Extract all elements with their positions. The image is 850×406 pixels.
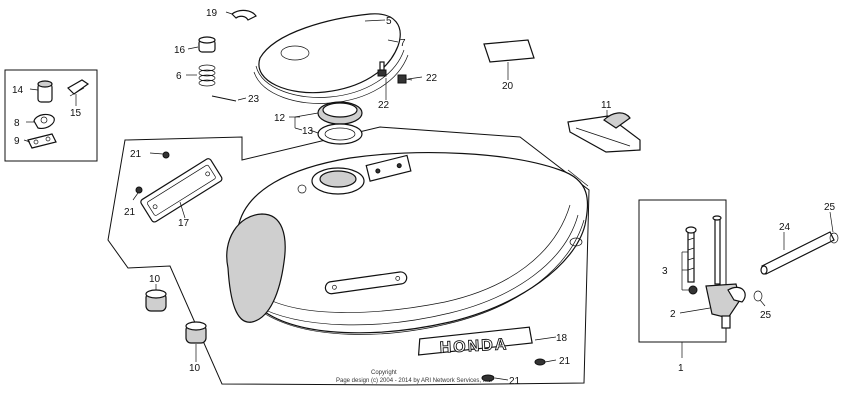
callout-25-lower: 25	[760, 310, 772, 321]
callout-23: 23	[248, 94, 260, 105]
screw-21-emblem	[534, 358, 546, 366]
callout-20: 20	[502, 81, 514, 92]
tube-clip-25-upper	[829, 232, 839, 244]
leader-lines	[23, 11, 834, 381]
callout-14: 14	[12, 85, 24, 96]
fuel-cap	[317, 101, 363, 125]
fuel-tank	[226, 152, 589, 335]
washer-8	[33, 113, 55, 129]
fuel-cock-2	[705, 215, 746, 329]
callout-22-left: 22	[378, 100, 390, 111]
gasket-plate	[140, 158, 223, 223]
callout-19: 19	[206, 8, 218, 19]
callout-17: 17	[178, 218, 190, 229]
callout-5: 5	[386, 16, 392, 27]
callout-25-upper: 25	[824, 202, 836, 213]
callout-3: 3	[662, 266, 668, 277]
clip-19	[231, 9, 257, 21]
rubber-10-lower	[185, 321, 207, 344]
copyright-line-1: Copyright	[371, 370, 397, 376]
decal-20	[483, 39, 535, 63]
tube-clip-25-lower	[753, 290, 763, 302]
callout-10-lower: 10	[189, 363, 201, 374]
cap-14	[37, 80, 53, 103]
callout-16: 16	[174, 45, 186, 56]
callout-10-upper: 10	[149, 274, 161, 285]
callout-24: 24	[779, 222, 791, 233]
screw-21-lower	[132, 186, 143, 201]
callout-11: 11	[601, 100, 612, 111]
copyright-line-2: Page design (c) 2004 - 2014 by ARI Netwo…	[336, 378, 493, 384]
rubber-10-upper	[145, 289, 167, 312]
callout-1: 1	[678, 363, 684, 374]
bolt-22-left	[377, 61, 387, 77]
callout-21-emblem: 21	[559, 356, 571, 367]
knob-16	[198, 36, 216, 53]
callout-13: 13	[302, 126, 314, 137]
gasket-9	[27, 133, 57, 149]
callout-15: 15	[70, 108, 82, 119]
screw-21-upper	[149, 151, 170, 159]
emblem-18: HONDA	[417, 326, 533, 357]
callout-21-lower: 21	[124, 207, 136, 218]
inset-box-cap-parts	[4, 69, 98, 162]
fuel-tube-24	[760, 231, 835, 275]
callout-22-right: 22	[426, 73, 438, 84]
fuel-cock-filter-3	[685, 226, 698, 295]
pin-23	[211, 95, 237, 102]
callout-8: 8	[14, 118, 20, 129]
callout-2: 2	[670, 309, 676, 320]
tank-frame-outline	[107, 126, 590, 386]
pad-11	[567, 112, 641, 153]
screw-21-bottom	[481, 374, 495, 382]
callout-7: 7	[400, 38, 406, 49]
inset-box-fuel-cock	[638, 199, 727, 343]
callout-18: 18	[556, 333, 568, 344]
spring-6	[198, 64, 216, 87]
callout-21-upper: 21	[130, 149, 142, 160]
callout-21-bottom: 21	[509, 376, 521, 387]
callout-6: 6	[176, 71, 182, 82]
callout-12: 12	[274, 113, 286, 124]
emblem-text: HONDA	[439, 336, 508, 357]
tank-cover	[253, 13, 409, 104]
cap-gasket	[317, 123, 363, 145]
bolt-22-right	[397, 74, 413, 84]
clip-15	[67, 79, 90, 97]
callout-9: 9	[14, 136, 20, 147]
